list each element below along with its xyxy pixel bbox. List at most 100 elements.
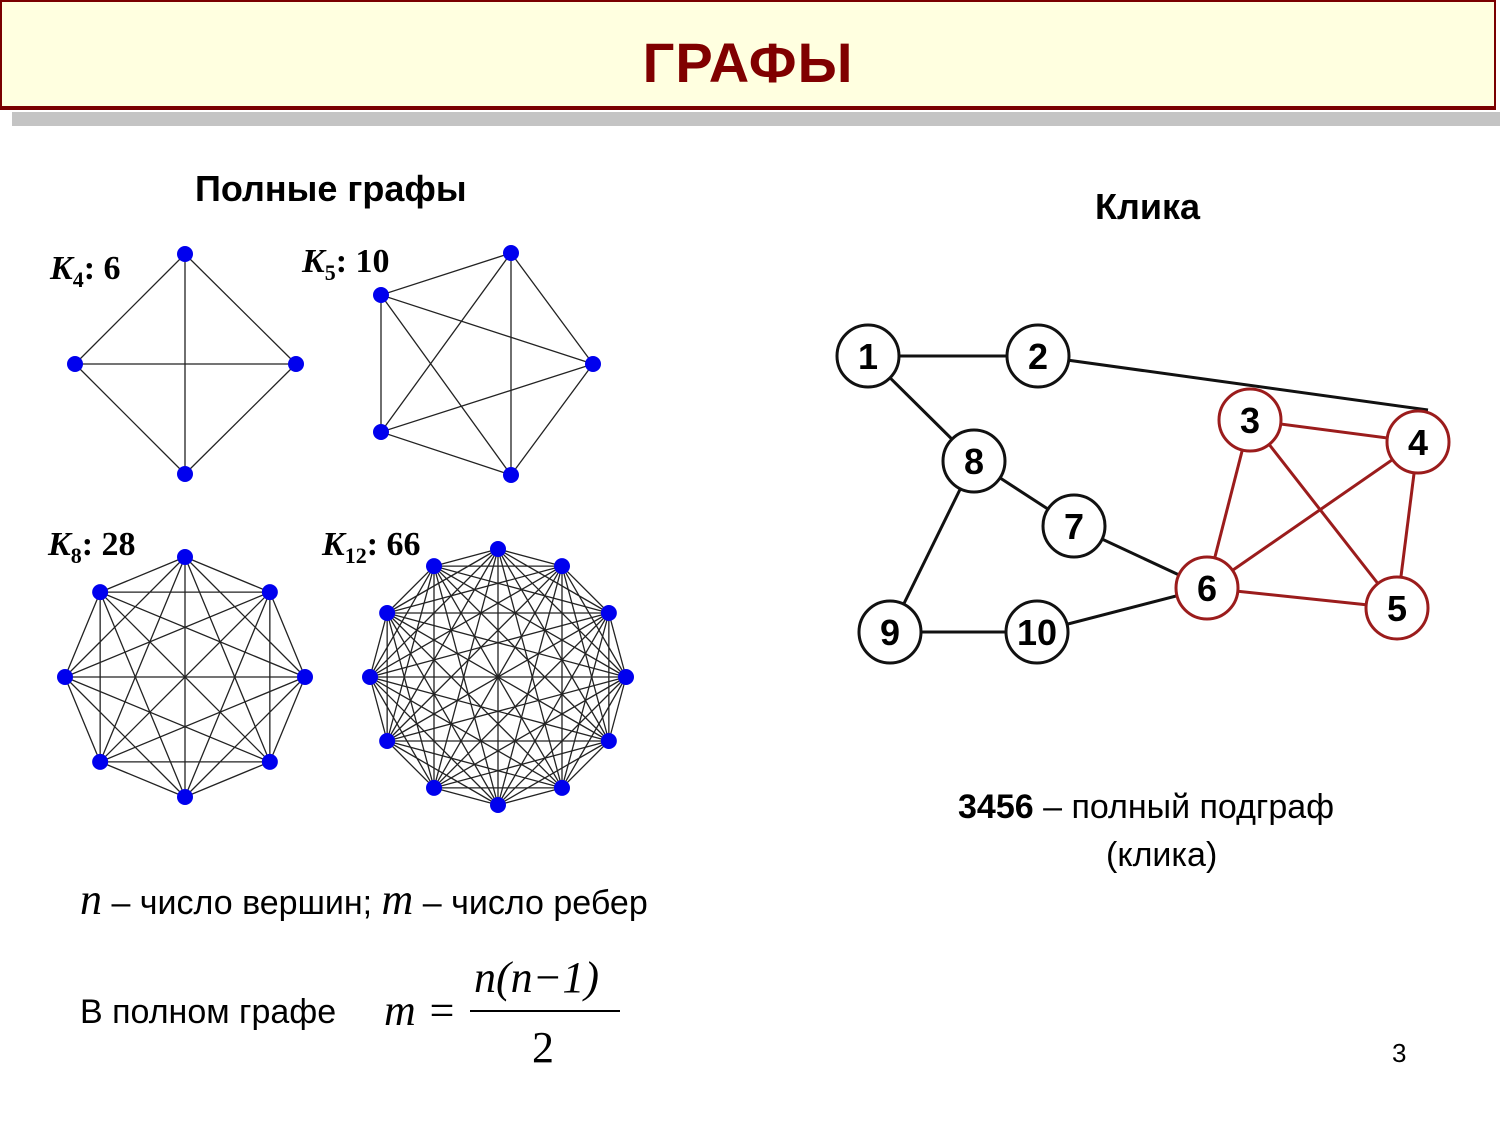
k8-edge: [99, 761, 186, 798]
k5-vertex: [503, 245, 519, 261]
graph-node-8: [941, 428, 1007, 494]
k12-edge: [433, 548, 499, 567]
k12-edge: [497, 548, 563, 789]
k5-vertex: [373, 287, 389, 303]
k12-vertex: [554, 558, 570, 575]
k8-edge: [99, 556, 186, 763]
k8-edge: [64, 591, 271, 678]
k8-edge: [184, 761, 271, 798]
k8-vertex: [92, 753, 109, 770]
k12-edge: [386, 612, 435, 789]
k12-edge: [433, 565, 610, 614]
k4-edge: [74, 363, 186, 475]
k4-edge: [184, 253, 297, 365]
k12-edge: [608, 612, 627, 678]
k5-vertex: [373, 424, 389, 440]
k8-vertex: [261, 753, 278, 770]
graph-node-10: [1004, 599, 1070, 665]
edge-count: 66: [386, 526, 421, 563]
k8-edge: [184, 556, 271, 763]
k4-label: K4: 6: [50, 250, 121, 293]
k4-vertex: [177, 466, 193, 482]
k8-edge: [269, 591, 306, 678]
k12-edge: [386, 740, 499, 806]
k12-edge: [433, 565, 499, 806]
edge-count: 28: [101, 526, 136, 563]
graph-node-label-5: 5: [1387, 588, 1407, 629]
graph-node-1: [835, 323, 901, 389]
k12-vertex: [600, 605, 617, 621]
k12-edge: [386, 612, 627, 678]
k12-edge: [433, 612, 610, 789]
complete-graphs-heading: Полные графы: [195, 168, 467, 209]
n-variable: n: [80, 875, 102, 924]
k12-vertex: [490, 541, 506, 557]
graph-node-label-2: 2: [1028, 336, 1048, 377]
sep: :: [366, 526, 387, 563]
k8-vertex: [261, 584, 278, 601]
k12-vertex: [379, 605, 396, 621]
k4-vertex: [177, 246, 193, 262]
k12-edge: [386, 612, 563, 789]
k5-edge: [380, 294, 594, 365]
k8-vertex: [92, 584, 109, 601]
clique-edge-3-5: [1248, 419, 1399, 609]
title-bar: ГРАФЫ: [0, 0, 1496, 110]
k12-edge: [386, 565, 435, 742]
k5-edge: [380, 363, 594, 433]
k12-vertex: [426, 779, 442, 796]
formula-lhs-text: m =: [384, 986, 457, 1035]
k12-edge: [369, 676, 435, 789]
graph-node-label-3: 3: [1240, 400, 1260, 441]
formula-denominator: 2: [532, 1023, 554, 1072]
k5-edge: [380, 294, 512, 476]
k8-edge: [99, 676, 306, 763]
k8-edge: [64, 676, 186, 798]
page-number: 3: [1392, 1038, 1407, 1068]
k12-edge: [561, 565, 610, 614]
k5-edge: [510, 252, 594, 365]
k12-vertex: [490, 797, 506, 813]
graph-node-label-7: 7: [1064, 506, 1084, 547]
k8-edge: [99, 591, 271, 763]
k12-edge: [386, 740, 435, 789]
fraction-bar: [470, 1010, 620, 1012]
k5-vertex: [585, 356, 601, 372]
k-subscript: 12: [344, 542, 367, 568]
graph-node-label-10: 10: [1017, 612, 1057, 653]
k5-edge: [380, 252, 512, 433]
k12-edge: [386, 565, 563, 742]
clique-caption: 3456 – полный подграф: [958, 788, 1334, 827]
graph-node-label-8: 8: [964, 441, 984, 482]
k12-edge: [433, 565, 610, 742]
k12-label: K12: 66: [322, 526, 421, 569]
k4-edge: [184, 363, 297, 475]
k4-edge: [74, 253, 186, 365]
clique-edge-2-4: [1037, 354, 1429, 412]
k8-edge: [184, 556, 271, 593]
edge-count: 6: [103, 250, 121, 287]
k12-edge: [497, 787, 563, 806]
k8-label: K8: 28: [48, 526, 136, 569]
k12-vertex: [379, 733, 396, 749]
k5-label: K5: 10: [302, 243, 390, 286]
k8-edge: [99, 556, 186, 593]
k4-vertex: [288, 356, 304, 372]
graph-node-label-9: 9: [880, 612, 900, 653]
slide-title: ГРАФЫ: [642, 31, 854, 94]
n-description: – число вершин;: [102, 884, 382, 922]
k-symbol: K: [50, 250, 73, 287]
k12-edge: [497, 565, 563, 806]
graph-node-label-6: 6: [1197, 568, 1217, 609]
graph-node-9: [857, 599, 923, 665]
graph-node-3: [1217, 387, 1283, 453]
k4-vertex: [67, 356, 83, 372]
k-symbol: K: [322, 526, 345, 563]
k12-edge: [497, 548, 563, 567]
k12-edge: [369, 676, 388, 742]
graph-node-2: [1005, 323, 1071, 389]
k12-edge: [369, 612, 388, 678]
k8-edge: [99, 591, 186, 798]
